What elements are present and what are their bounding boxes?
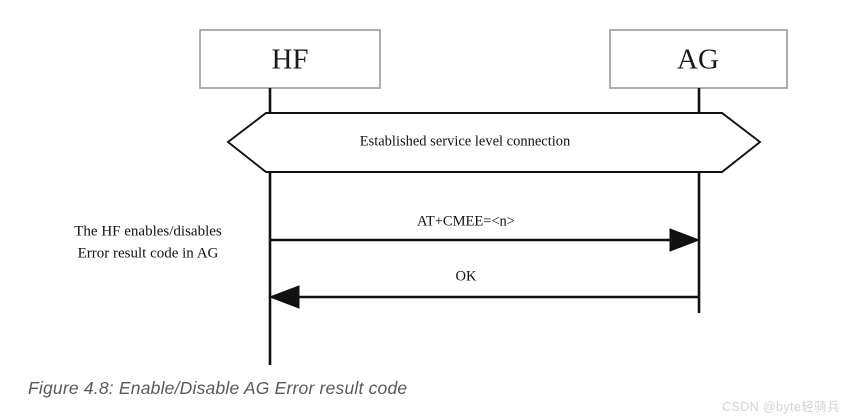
arrowhead-left-ok — [268, 285, 300, 309]
participant-label-hf: HF — [271, 44, 308, 76]
lifeline-hf: HF — [199, 29, 381, 365]
annotation-hf-note-line-1: The HF enables/disables — [74, 223, 222, 239]
figure-caption: Figure 4.8: Enable/Disable AG Error resu… — [28, 378, 408, 398]
participant-box-ag — [609, 29, 788, 89]
watermark-label: CSDN @byte轻骑兵 — [722, 400, 840, 414]
message-at-cmee: AT+CMEE=<n> — [270, 213, 701, 252]
participant-box-hf — [199, 29, 381, 89]
annotation-hf-note: The HF enables/disables Error result cod… — [74, 223, 222, 261]
participant-label-ag: AG — [677, 44, 719, 76]
message-label-at-cmee: AT+CMEE=<n> — [417, 213, 515, 229]
lifeline-ag: AG — [609, 29, 788, 313]
arrowhead-right-at-cmee — [669, 228, 701, 252]
established-connection-frame: Established service level connection — [226, 112, 762, 173]
hexagon-shape — [226, 112, 762, 173]
message-ok: OK — [268, 268, 699, 309]
message-label-ok: OK — [456, 268, 477, 284]
established-connection-label: Established service level connection — [360, 133, 571, 149]
annotation-hf-note-line-2: Error result code in AG — [78, 245, 219, 261]
